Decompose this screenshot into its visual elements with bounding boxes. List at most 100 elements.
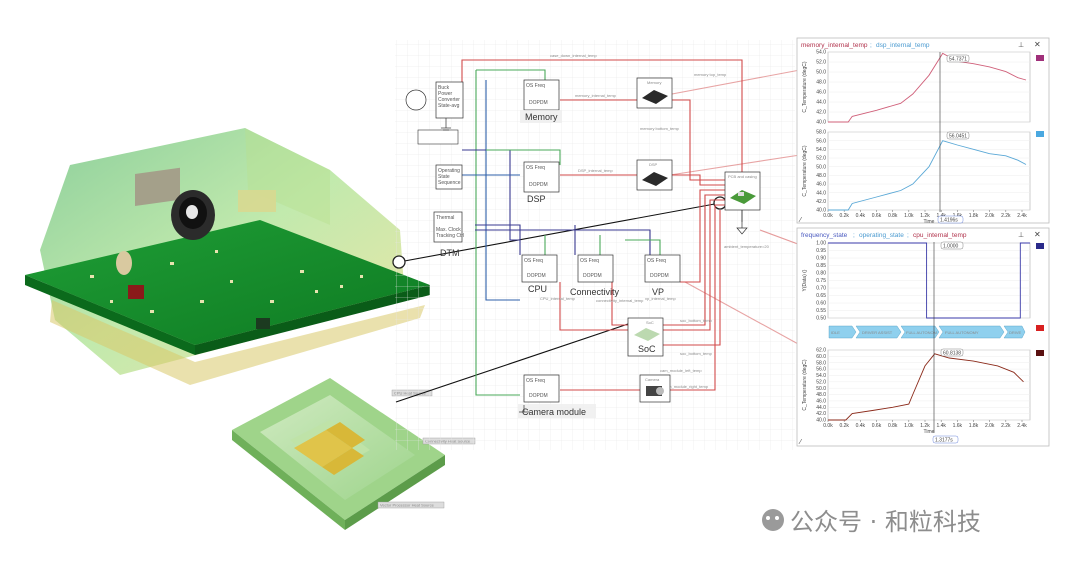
top-marker-dsp: 56.0451	[949, 134, 967, 140]
svg-text:DOPDM: DOPDM	[527, 273, 546, 279]
bottom-plot-panel: frequency_state ; operating_state ; cpu_…	[796, 227, 1050, 447]
svg-text:vp_internal_temp: vp_internal_temp	[645, 296, 676, 301]
svg-text:OS Freq: OS Freq	[526, 83, 545, 89]
pcb-3d-model	[25, 128, 430, 385]
bottom-marker-cpu: 60.8138	[943, 351, 961, 357]
y-axis-label: C_Temperature (degC)	[802, 359, 808, 410]
dsp-component[interactable]: DSP	[636, 159, 673, 191]
camera-module-label: Camera module	[522, 407, 586, 417]
svg-text:Max. Clock: Max. Clock	[436, 227, 461, 233]
pcb-casing-component[interactable]: PCB and casing	[724, 171, 761, 211]
svg-text:soc_bottom_temp: soc_bottom_temp	[680, 318, 713, 323]
close-icon-2[interactable]: ✕	[1034, 230, 1041, 239]
svg-text:cam_module_right_temp: cam_module_right_temp	[664, 384, 709, 389]
y-tick-label: 42.0	[816, 110, 826, 116]
dsp-label: DSP	[527, 194, 546, 204]
legend-swatch-operating	[1036, 325, 1044, 331]
y-tick-label: 58.0	[816, 130, 826, 136]
y-tick-label: 52.0	[816, 60, 826, 66]
svg-text:DOPDM: DOPDM	[529, 100, 548, 106]
y-tick-label: 60.0	[816, 354, 826, 360]
y-tick-label: 0.55	[816, 308, 826, 314]
series-line	[828, 140, 1027, 211]
x-tick-label: 0.8k	[888, 213, 898, 219]
y-axis-label: C_Temperature (degC)	[802, 61, 808, 112]
svg-text:DOPDM: DOPDM	[529, 393, 548, 399]
y-tick-label: 54.0	[816, 147, 826, 153]
bottom-marker-frequency: 1.0000	[943, 244, 959, 250]
plot-area	[827, 51, 1031, 123]
cpu-label: CPU	[528, 284, 547, 294]
svg-text:State: State	[438, 174, 450, 180]
y-tick-label: 0.90	[816, 256, 826, 262]
top-plot-panel: memory_internal_temp ; dsp_internal_temp…	[796, 37, 1050, 225]
svg-text:ambient_temperature=20: ambient_temperature=20	[724, 244, 770, 249]
legend-swatch-memory	[1036, 55, 1044, 61]
y-tick-label: 40.0	[816, 208, 826, 214]
svg-text:DSP: DSP	[649, 162, 658, 167]
vp-label: VP	[652, 287, 664, 297]
dsp-dopdm-block[interactable]: OS Freq DOPDM DSP	[523, 161, 560, 204]
svg-text:memory top_temp: memory top_temp	[694, 72, 727, 77]
y-tick-label: 58.0	[816, 360, 826, 366]
pin-icon[interactable]: ⊥	[1018, 42, 1024, 49]
y-tick-label: 52.0	[816, 379, 826, 385]
series-line	[828, 353, 1024, 421]
y-tick-label: 50.0	[816, 70, 826, 76]
resize-icon-2[interactable]: ⁄	[798, 439, 803, 446]
x-tick-label: 0.4k	[856, 423, 866, 429]
camera-component[interactable]: Camera	[639, 374, 671, 403]
x-tick-label: 1.6k	[953, 423, 963, 429]
x-tick-label: 0.6k	[872, 213, 882, 219]
svg-text:;: ;	[870, 42, 872, 49]
vp-dopdm-block[interactable]: OS Freq DOPDM VP	[644, 254, 681, 297]
svg-text:Converter: Converter	[438, 97, 460, 103]
cpu-dopdm-block[interactable]: OS Freq DOPDM CPU	[521, 254, 558, 294]
camera-dopdm-block[interactable]: OS Freq DOPDM Camera module	[518, 374, 596, 418]
wiring	[461, 59, 1031, 396]
connectivity-label: Connectivity	[570, 287, 620, 297]
y-axis-label: Y(Data) ()	[802, 269, 808, 291]
soc-component[interactable]: SoC SoC	[627, 317, 664, 357]
frequency-state-chart: 0.500.550.600.650.700.750.800.850.900.95…	[802, 241, 1031, 322]
series-line	[828, 242, 1030, 319]
svg-text:PCB and casing: PCB and casing	[728, 174, 757, 179]
x-tick-label: 2.0k	[985, 213, 995, 219]
x-tick-label: 2.2k	[1001, 213, 1011, 219]
pin-icon-2[interactable]: ⊥	[1018, 232, 1024, 239]
y-tick-label: 1.00	[816, 241, 826, 247]
pointer-lines	[395, 202, 721, 403]
watermark: 公众号 · 和粒科技	[762, 508, 981, 536]
svg-text:CPU_internal_temp: CPU_internal_temp	[540, 296, 576, 301]
x-tick-label: 1.4k	[936, 423, 946, 429]
watermark-text: 公众号 · 和粒科技	[790, 508, 981, 536]
y-tick-label: 44.0	[816, 190, 826, 196]
connectivity-dopdm-block[interactable]: OS Freq DOPDM Connectivity	[570, 254, 620, 297]
pointer-anchor-pcb-block	[713, 196, 727, 210]
y-tick-label: 0.70	[816, 286, 826, 292]
dsp-temp-chart: 40.042.044.046.048.050.052.054.056.058.0…	[802, 130, 1031, 225]
operating-state-block[interactable]: Operating State Sequence	[435, 164, 463, 190]
memory-component[interactable]: Memory	[636, 77, 673, 109]
legend-swatch-frequency	[1036, 243, 1044, 249]
state-full-autonomy: FULL AUTONOMY	[945, 330, 979, 335]
y-tick-label: 52.0	[816, 156, 826, 162]
y-tick-label: 50.0	[816, 164, 826, 170]
bottom-plot-title-cpu: cpu_internal_temp	[913, 232, 967, 239]
buck-converter-block[interactable]: Buck Power Converter State-avg	[405, 81, 464, 145]
close-icon[interactable]: ✕	[1034, 40, 1041, 49]
y-tick-label: 46.0	[816, 399, 826, 405]
svg-text:;: ;	[907, 232, 909, 239]
dtm-block[interactable]: Thermal Max. Clock Tracking Ctrl DTM	[433, 211, 464, 258]
memory-dopdm-block[interactable]: OS Freq DOPDM Memory	[520, 79, 562, 123]
y-tick-label: 62.0	[816, 348, 826, 354]
series-line	[828, 52, 1027, 123]
svg-text:connectivity_internal_temp: connectivity_internal_temp	[596, 298, 644, 303]
svg-text:memory_internal_temp: memory_internal_temp	[575, 93, 617, 98]
legend-swatch-cpu	[1036, 350, 1044, 356]
resize-icon[interactable]: ⁄	[798, 217, 803, 224]
soc-label: SoC	[638, 344, 656, 354]
y-tick-label: 56.0	[816, 367, 826, 373]
y-tick-label: 48.0	[816, 80, 826, 86]
svg-text:DOPDM: DOPDM	[529, 182, 548, 188]
